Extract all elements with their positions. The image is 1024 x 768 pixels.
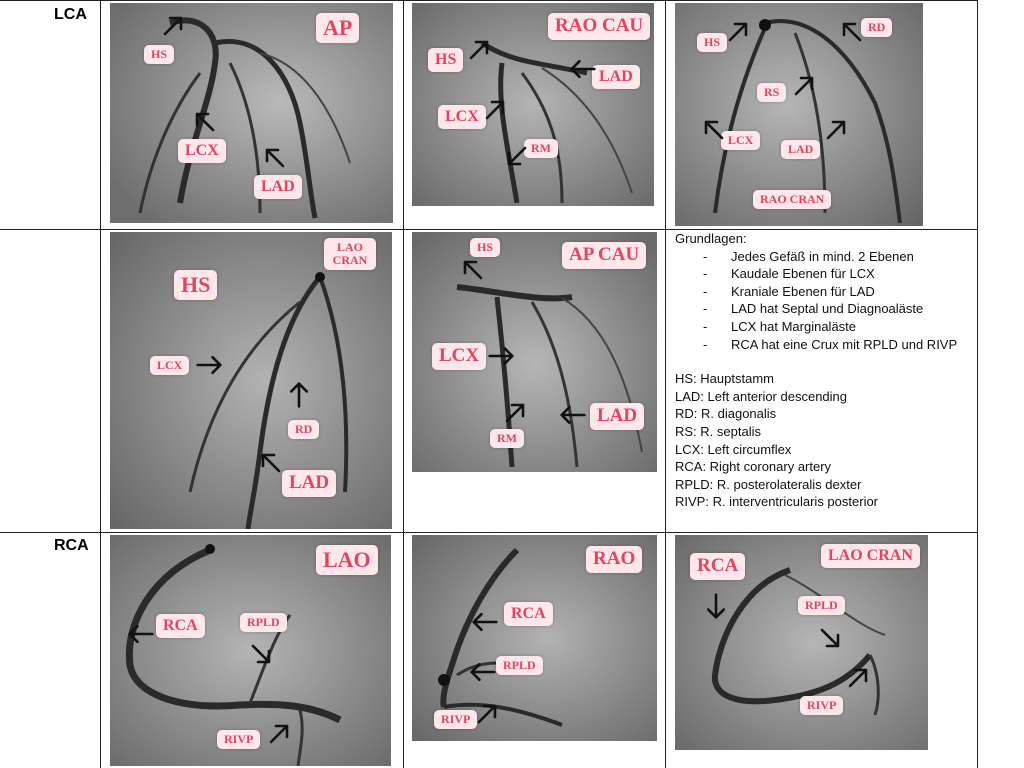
abbreviation-item: RS: R. septalis bbox=[675, 423, 761, 439]
arrow-icon bbox=[269, 724, 289, 744]
arrow-icon bbox=[842, 22, 862, 42]
arrow-icon bbox=[485, 100, 505, 120]
label-lao-rpld: RPLD bbox=[240, 613, 287, 633]
label-ap-cau-rm: RM bbox=[490, 429, 524, 449]
label-rao-rivp: RIVP bbox=[434, 710, 478, 730]
abbreviation-item: HS: Hauptstamm bbox=[675, 371, 774, 387]
abbreviation-item: RD: R. diagonalis bbox=[675, 406, 777, 422]
label-lao-rca: RCA bbox=[156, 614, 205, 638]
arrow-icon bbox=[507, 146, 527, 166]
label-lao-cran-hs: HS bbox=[174, 270, 218, 301]
arrow-icon bbox=[505, 403, 525, 423]
row-label-rca: RCA bbox=[54, 537, 89, 554]
angiogram-rao-cran: HS RD RS LCX LAD RAO CRAN bbox=[675, 3, 923, 226]
label-lao-rivp: RIVP bbox=[217, 730, 261, 750]
label-lao-cran-rd: RD bbox=[288, 420, 320, 440]
view-label-rao: RAO bbox=[586, 546, 643, 573]
arrow-icon bbox=[265, 148, 285, 168]
view-label-rao-cran: RAO CRAN bbox=[753, 190, 832, 210]
label-lao-cran-rca-rivp: RIVP bbox=[800, 696, 844, 716]
arrow-icon bbox=[195, 112, 215, 132]
list-item: RCA hat eine Crux mit RPLD und RIVP bbox=[703, 336, 975, 354]
list-item: LAD hat Septal und Diagnoaläste bbox=[703, 300, 975, 318]
table-row-divider-2 bbox=[0, 532, 978, 533]
label-lao-cran-rca-rca: RCA bbox=[690, 553, 746, 580]
label-lao-cran-lcx: LCX bbox=[150, 356, 190, 376]
arrow-icon bbox=[826, 120, 846, 140]
label-ap-cau-lad: LAD bbox=[590, 403, 645, 430]
label-rao-rpld: RPLD bbox=[496, 656, 543, 676]
view-label-lao-cran-rca: LAO CRAN bbox=[821, 544, 920, 568]
notes-bullet-list: Jedes Gefäß in mind. 2 Ebenen Kaudale Eb… bbox=[675, 248, 975, 354]
arrow-icon bbox=[163, 16, 183, 36]
arrow-icon bbox=[261, 453, 281, 473]
label-lao-cran-lad: LAD bbox=[282, 470, 337, 497]
list-item: Kraniale Ebenen für LAD bbox=[703, 283, 975, 301]
label-rao-rca: RCA bbox=[504, 602, 553, 626]
view-label-lao-cran: LAO CRAN bbox=[324, 238, 376, 271]
table-border-left bbox=[100, 0, 101, 768]
angiogram-lao: LAO RCA RPLD RIVP bbox=[110, 535, 391, 766]
label-rao-cau-rm: RM bbox=[524, 139, 558, 159]
label-rao-cau-lcx: LCX bbox=[438, 105, 486, 129]
row-label-lca: LCA bbox=[54, 6, 87, 23]
angiogram-ap: AP HS LCX LAD bbox=[110, 3, 393, 223]
table-border-right bbox=[977, 0, 978, 768]
arrow-icon bbox=[477, 704, 497, 724]
list-item: Jedes Gefäß in mind. 2 Ebenen bbox=[703, 248, 975, 266]
abbreviation-item: RPLD: R. posterolateralis dexter bbox=[675, 476, 862, 492]
arrow-icon bbox=[251, 644, 271, 664]
angiogram-lao-cran-rca: RCA LAO CRAN RPLD RIVP bbox=[675, 535, 928, 750]
label-ap-cau-hs: HS bbox=[470, 238, 501, 258]
angiogram-rao: RAO RCA RPLD RIVP bbox=[412, 535, 657, 741]
list-item: Kaudale Ebenen für LCX bbox=[703, 265, 975, 283]
label-lao-cran-rca-rpld: RPLD bbox=[798, 596, 845, 616]
label-ap-lcx: LCX bbox=[178, 139, 226, 163]
arrow-icon bbox=[820, 628, 840, 648]
arrow-icon bbox=[848, 668, 868, 688]
label-rao-cran-rd: RD bbox=[861, 18, 893, 38]
angiogram-lao-cran: LAO CRAN HS LCX RD LAD bbox=[110, 232, 392, 529]
abbreviation-item: LCX: Left circumflex bbox=[675, 441, 792, 457]
label-rao-cran-hs: HS bbox=[697, 33, 728, 53]
table-border-top bbox=[0, 0, 978, 1]
angiogram-ap-cau: AP CAU HS LCX RM LAD bbox=[412, 232, 657, 472]
notes-title: Grundlagen: bbox=[675, 231, 747, 246]
label-rao-cran-rs: RS bbox=[757, 83, 787, 103]
view-label-lao: LAO bbox=[316, 545, 378, 576]
label-rao-cran-lad: LAD bbox=[781, 140, 821, 160]
abbreviation-item: RIVP: R. interventricularis posterior bbox=[675, 494, 879, 510]
list-item: LCX hat Marginaläste bbox=[703, 318, 975, 336]
label-rao-cau-hs: HS bbox=[428, 48, 464, 72]
label-rao-cran-lcx: LCX bbox=[721, 131, 761, 151]
table-border-mid1 bbox=[403, 0, 404, 768]
angiogram-rao-cau: RAO CAU HS LAD LCX RM bbox=[412, 3, 654, 206]
arrow-icon bbox=[463, 260, 483, 280]
view-label-rao-cau: RAO CAU bbox=[548, 13, 651, 40]
abbreviation-item: RCA: Right coronary artery bbox=[675, 459, 832, 475]
arrow-icon bbox=[469, 40, 489, 60]
view-label-ap: AP bbox=[316, 13, 360, 44]
arrow-icon bbox=[704, 120, 724, 140]
arrow-icon bbox=[794, 76, 814, 96]
arrow-icon bbox=[728, 22, 748, 42]
view-label-ap-cau: AP CAU bbox=[562, 242, 647, 269]
abbreviation-item: LAD: Left anterior descending bbox=[675, 388, 847, 404]
notes-panel: Grundlagen: Jedes Gefäß in mind. 2 Ebene… bbox=[675, 230, 975, 511]
table-border-mid2 bbox=[665, 0, 666, 768]
label-ap-lad: LAD bbox=[254, 175, 302, 199]
label-ap-hs: HS bbox=[144, 45, 175, 65]
label-rao-cau-lad: LAD bbox=[592, 65, 640, 89]
table-row-divider-1 bbox=[0, 229, 978, 230]
label-ap-cau-lcx: LCX bbox=[432, 343, 487, 370]
